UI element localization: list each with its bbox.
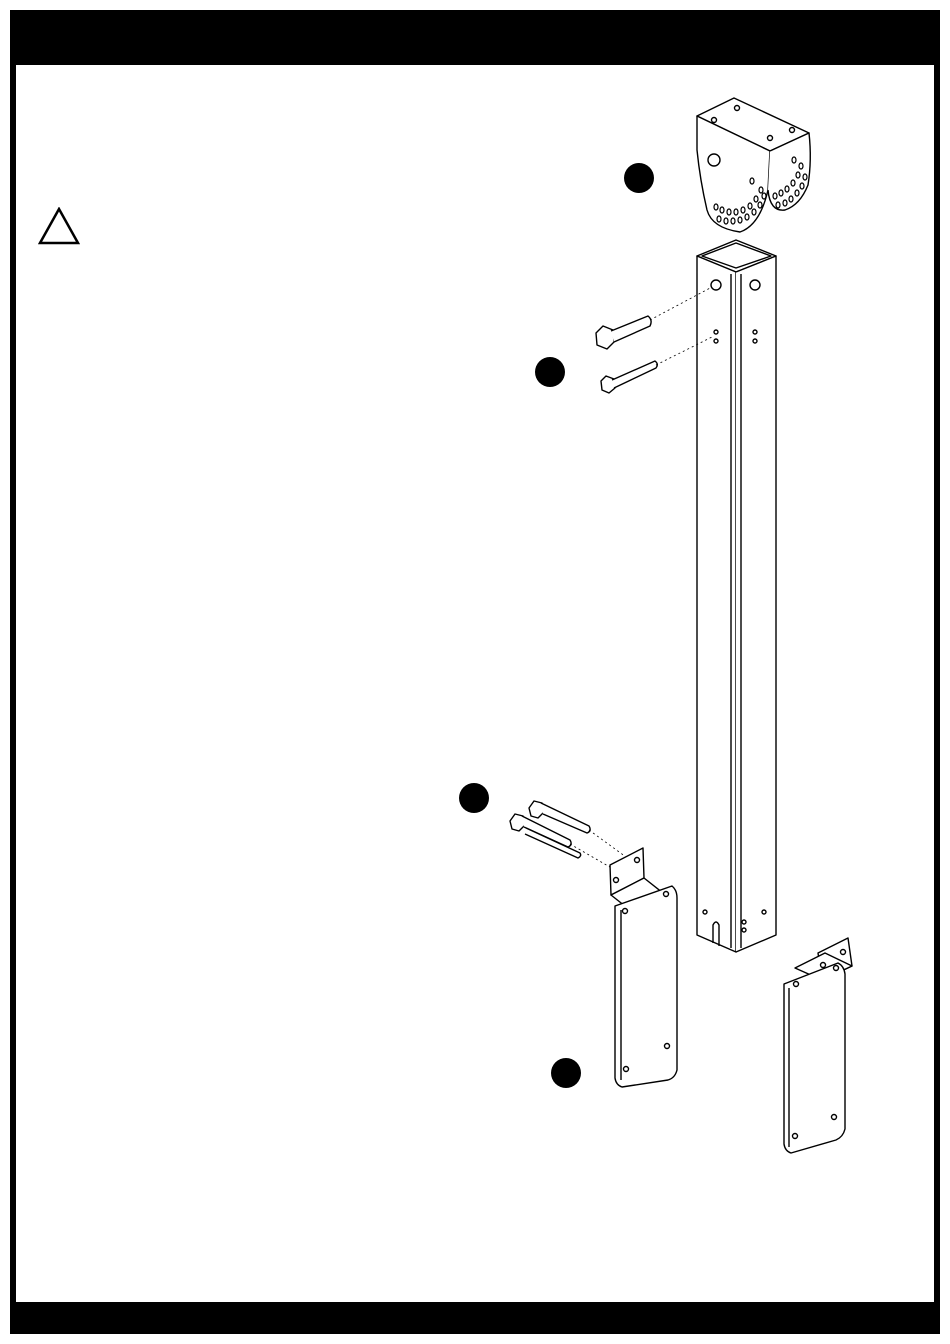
- front-foot-plate: [610, 848, 677, 1087]
- rear-foot-plate: [784, 938, 852, 1153]
- bottom-bolt-pair: [510, 801, 626, 870]
- top-mount-bracket: [697, 98, 810, 232]
- small-hex-bolt: [601, 361, 657, 393]
- large-hex-bolt: [596, 316, 651, 349]
- square-post: [697, 240, 776, 952]
